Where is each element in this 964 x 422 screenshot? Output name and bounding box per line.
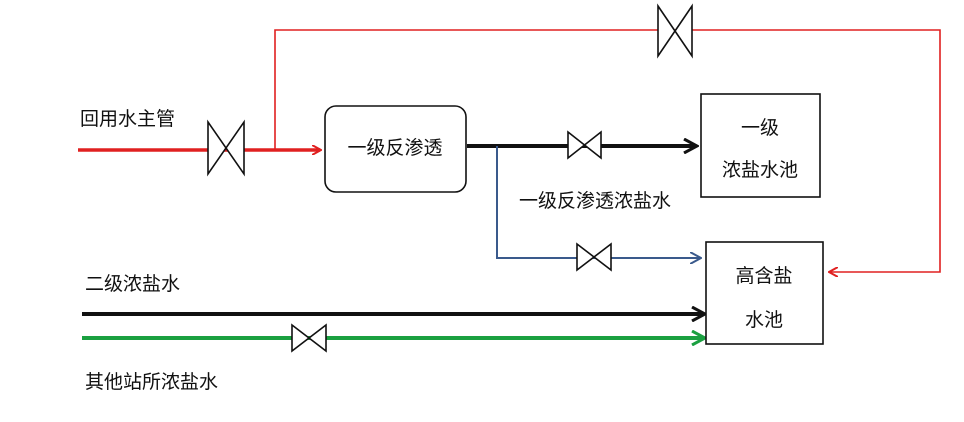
ro-concentrate-branch-line [496, 146, 700, 258]
valve-icon [291, 323, 327, 353]
other-station-label: 其他站所浓盐水 [85, 371, 218, 393]
high-salt-pool-label-line2: 水池 [745, 309, 783, 331]
valve-icon [567, 130, 602, 160]
ro-unit-box [324, 105, 467, 193]
bypass-line [274, 29, 941, 272]
ro-concentrate-label: 一级反渗透浓盐水 [519, 190, 671, 212]
valve-icon [207, 119, 245, 177]
tank1-label-line2: 浓盐水池 [722, 159, 798, 181]
valve-icon [657, 3, 693, 59]
tank1-label-line1: 一级 [741, 117, 779, 139]
high-salt-pool-box [705, 241, 824, 345]
tank1-box [700, 93, 821, 198]
valve-icon [576, 242, 612, 272]
ro-unit-label: 一级反渗透 [347, 137, 442, 159]
high-salt-pool-label-line1: 高含盐 [735, 265, 792, 287]
main-pipe-label: 回用水主管 [80, 108, 175, 130]
second-stage-label: 二级浓盐水 [85, 273, 180, 295]
